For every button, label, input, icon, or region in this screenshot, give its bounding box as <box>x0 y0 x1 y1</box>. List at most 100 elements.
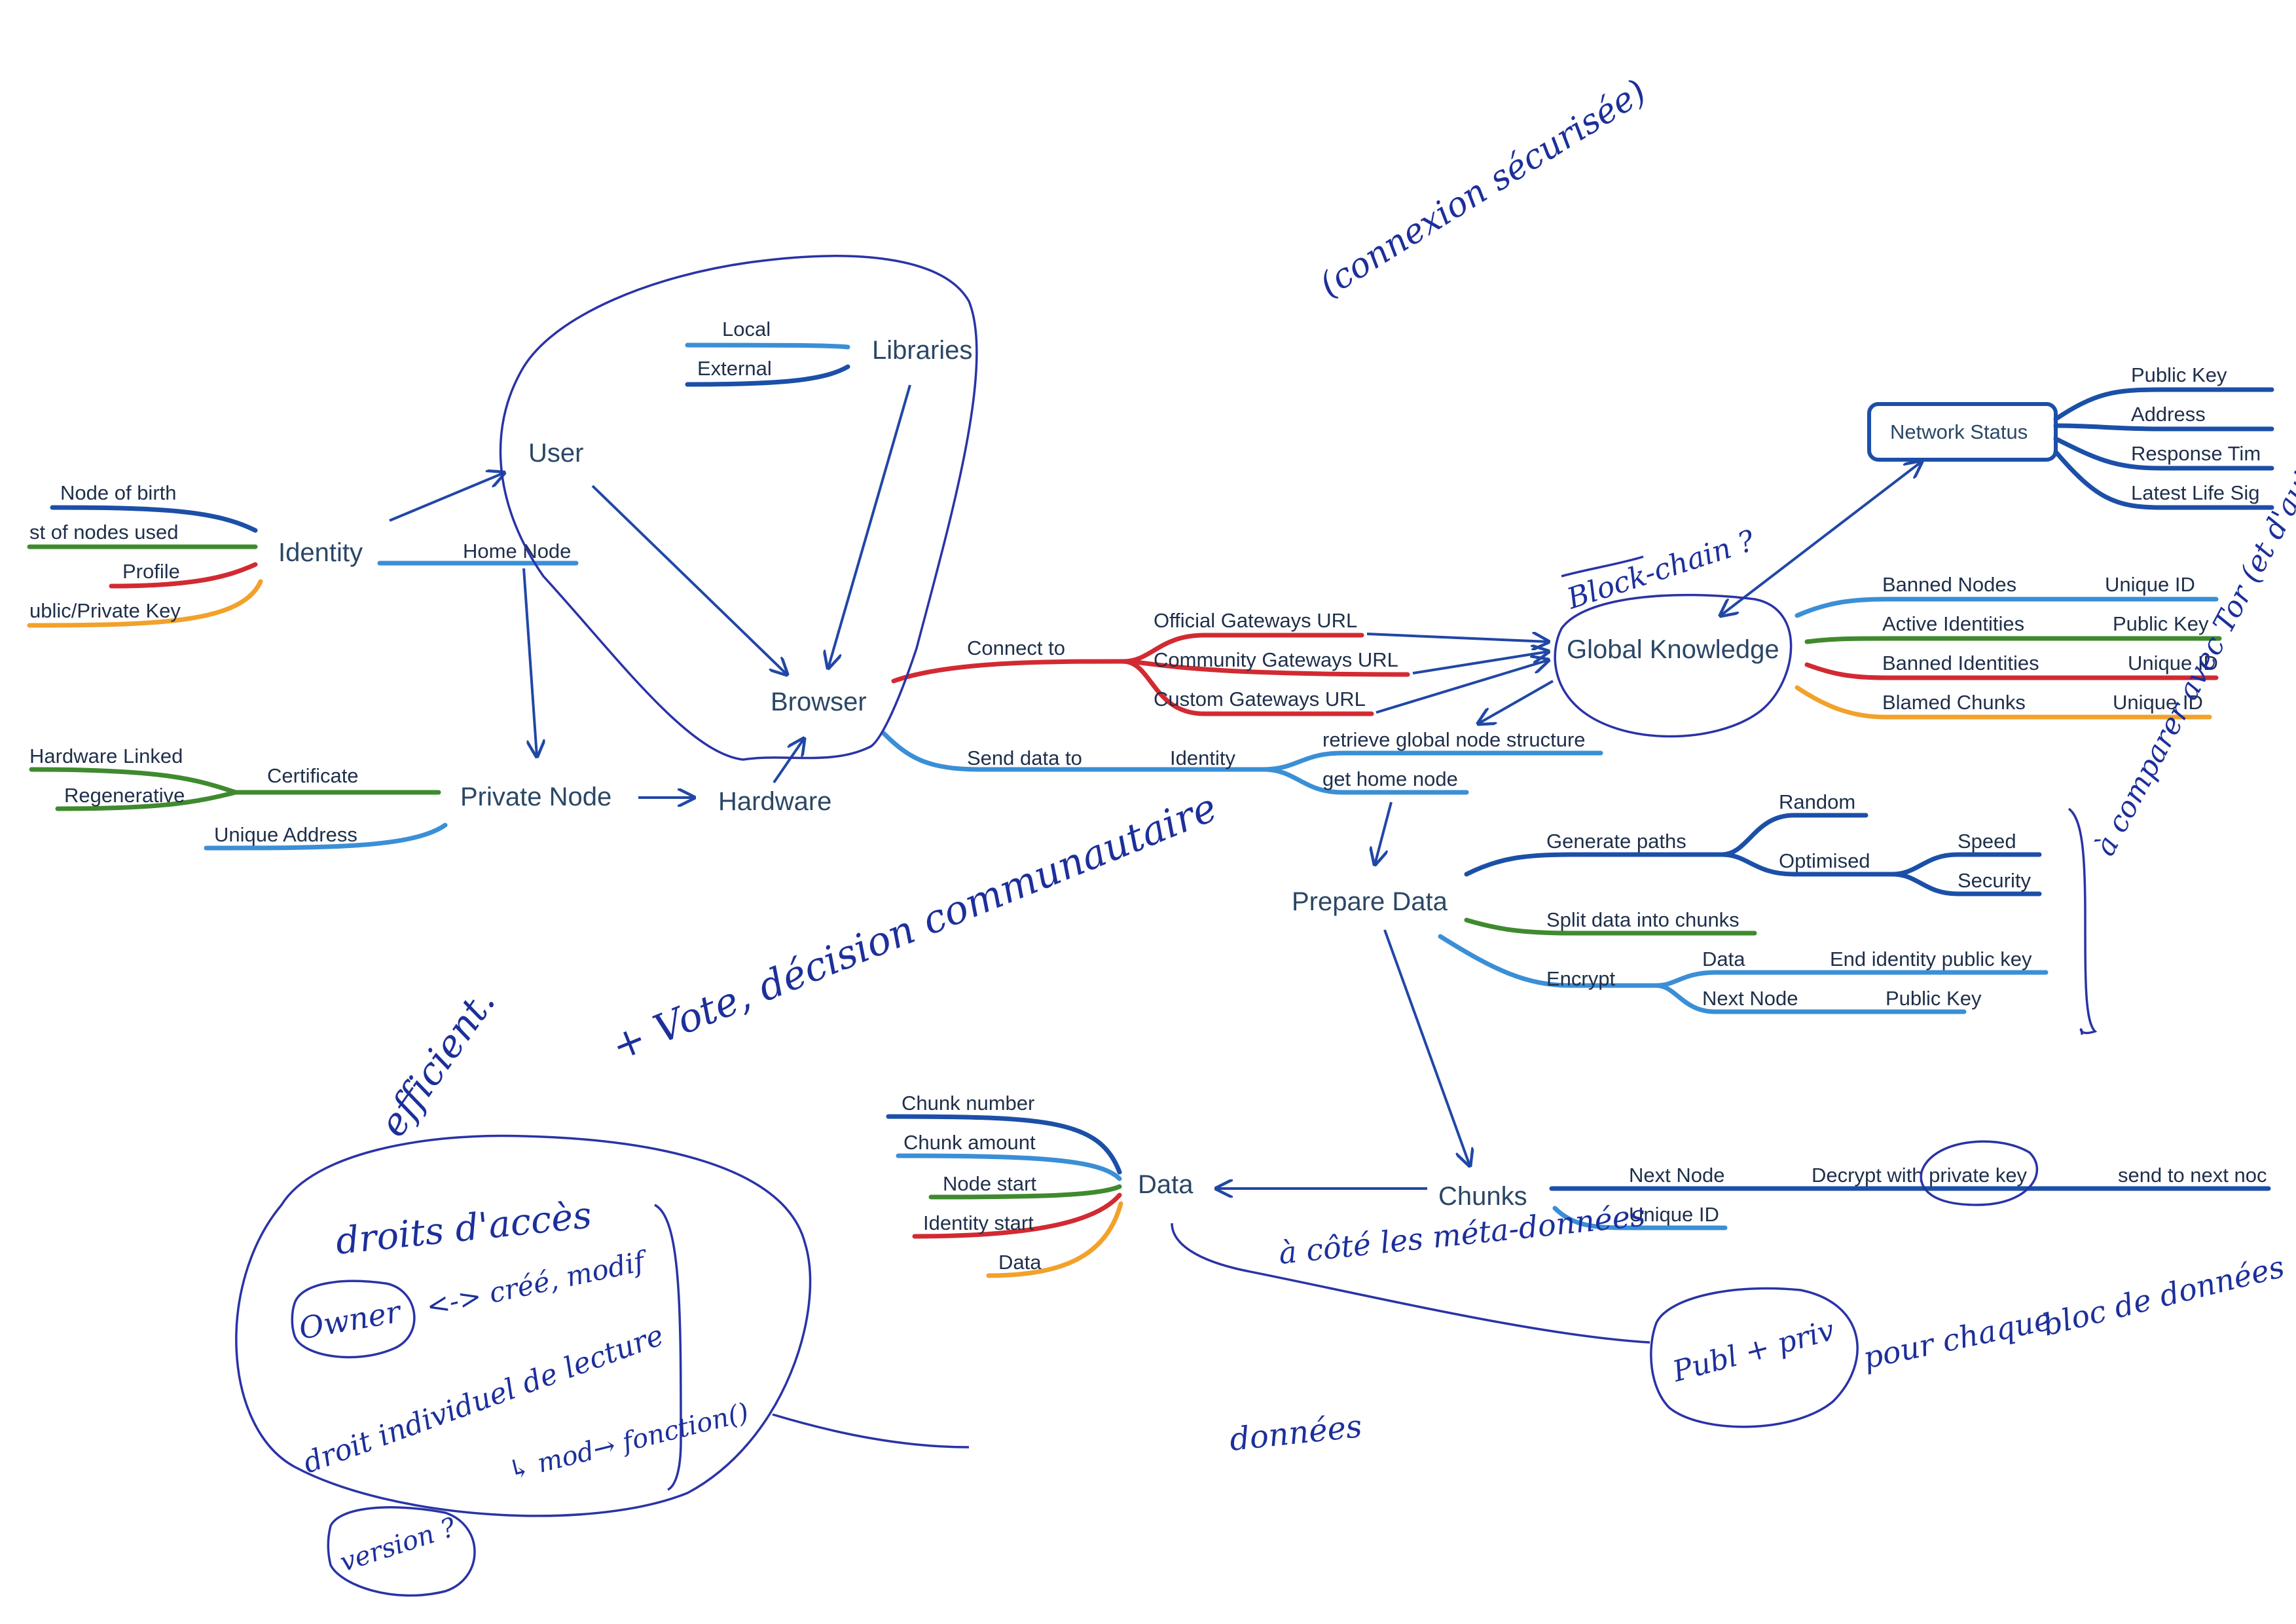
vote-underline-hint <box>658 629 660 765</box>
data-branch-4: Data <box>998 1251 1042 1274</box>
branch-unique-address <box>204 822 448 851</box>
global-branch-1-value: Public Key <box>2113 612 2209 635</box>
branch-random <box>1719 813 1868 857</box>
global-knowledge-node: Global Knowledge <box>1567 635 1779 664</box>
split-label: Split data into chunks <box>1546 908 1740 931</box>
publ-priv-circle <box>1650 1287 1859 1428</box>
global-branch-1-label: Active Identities <box>1882 612 2024 635</box>
global-branch-0-label: Banned Nodes <box>1882 573 2016 596</box>
branch-node-start <box>928 1184 1122 1200</box>
certificate-label: Certificate <box>267 764 359 787</box>
connector-arrows <box>389 384 1922 1189</box>
hardware-node: Hardware <box>718 787 831 816</box>
identity-branch-1: st of nodes used <box>29 521 179 544</box>
arrow-hardware-browser <box>773 739 804 784</box>
version-circle <box>327 1506 476 1597</box>
optimised-label: Optimised <box>1779 849 1870 872</box>
libraries-branch-1: External <box>697 357 772 380</box>
libraries-branch-0: Local <box>722 318 771 341</box>
identity-branch-0: Node of birth <box>60 481 177 504</box>
chunks-node: Chunks <box>1438 1182 1527 1211</box>
browser-node: Browser <box>771 688 867 716</box>
branch-split-data <box>1464 917 1757 936</box>
libraries-node: Libraries <box>872 336 972 365</box>
send-branch-0: retrieve global node structure <box>1322 728 1586 751</box>
global-branch-2-label: Banned Identities <box>1882 652 2039 674</box>
network-status-node: Network Status <box>1890 420 2028 443</box>
data-branch-0: Chunk number <box>902 1092 1034 1115</box>
private-key-circle <box>1920 1140 2039 1206</box>
arrow-global-retrieve <box>1478 680 1554 724</box>
branch-enc-data <box>1654 970 2049 988</box>
arrow-home-private <box>522 568 537 756</box>
chunk-send-next-label: send to next noc <box>2118 1164 2267 1187</box>
branch-ns-life <box>2053 449 2274 510</box>
send-branch-1: get home node <box>1322 767 1458 790</box>
branch-chunk-number <box>886 1114 1122 1175</box>
branch-encrypt <box>1438 934 1659 988</box>
ns-branch-3: Latest Life Sig <box>2131 481 2259 504</box>
generate-paths-label: Generate paths <box>1546 830 1686 853</box>
access-line <box>772 1413 970 1449</box>
private-node: Private Node <box>460 783 611 811</box>
arrow-custom-global <box>1376 660 1548 714</box>
ns-branch-1: Address <box>2131 403 2206 426</box>
security-label: Security <box>1958 869 2031 892</box>
branch-optimised <box>1719 852 1895 877</box>
home-node-label: Home Node <box>463 540 571 563</box>
arrow-prepare-chunks <box>1383 929 1470 1166</box>
user-browser-circle <box>499 255 978 761</box>
branch-chunk-unique-id <box>1552 1206 1728 1230</box>
encrypt-label: Encrypt <box>1546 967 1615 990</box>
branch-external <box>685 364 850 387</box>
data-node: Data <box>1138 1170 1194 1199</box>
note-owner: Owner <box>297 1293 405 1346</box>
enc-next-label: Next Node <box>1702 987 1798 1010</box>
arrow-official-global <box>1366 634 1548 642</box>
arrow-libraries-browser <box>828 384 911 668</box>
branch-profile <box>109 562 258 589</box>
note-connexion: (connexion sécurisée) <box>1313 72 1653 305</box>
network-status-box <box>1867 402 2058 462</box>
note-version: version ? <box>337 1512 460 1578</box>
branch-ns-public-key <box>2053 387 2274 422</box>
branch-chunk-amount <box>896 1153 1122 1181</box>
branch-enc-next <box>1654 983 1967 1014</box>
branch-blamed-chunks <box>1795 685 2212 720</box>
data-branch-2: Node start <box>943 1172 1036 1195</box>
note-efficient: efficient. <box>371 980 504 1145</box>
chunk-unique-id-label: Unique ID <box>1629 1203 1719 1226</box>
branch-connect-to <box>891 659 1125 684</box>
arrow-identity-user <box>389 473 504 522</box>
branch-security <box>1889 872 2042 896</box>
global-branch-3-value: Unique ID <box>2113 691 2203 714</box>
note-donnees: données <box>1228 1408 1364 1458</box>
right-bracket <box>2068 807 2098 1035</box>
global-branch-2-value: Unique ID <box>2128 652 2218 674</box>
pen-annotations <box>235 255 2098 1597</box>
chunk-next-node-label: Next Node <box>1629 1164 1724 1187</box>
access-rights-circle <box>235 1134 812 1517</box>
global-knowledge-circle <box>1554 593 1793 738</box>
ns-branch-0: Public Key <box>2131 363 2227 386</box>
owner-circle <box>291 1280 416 1359</box>
ns-branch-2: Response Tim <box>2131 442 2261 465</box>
identity-branches <box>27 505 263 628</box>
branch-community-gateways <box>1120 659 1410 677</box>
access-bracket <box>654 1204 682 1491</box>
data-branch-3: Identity start <box>923 1211 1034 1234</box>
enc-next-value: Public Key <box>1886 987 1982 1010</box>
user-node: User <box>528 439 583 468</box>
gateway-1: Community Gateways URL <box>1154 648 1398 671</box>
arrow-network-global <box>1721 462 1922 616</box>
branch-data-data <box>986 1201 1123 1278</box>
branch-send-data-to <box>881 731 1266 772</box>
meta-link-curve <box>1171 1223 1650 1344</box>
note-vote: + Vote, décision communautaire <box>605 784 1223 1070</box>
chunk-decrypt-label: Decrypt with private key <box>1812 1164 2028 1187</box>
connect-to-label: Connect to <box>967 637 1065 659</box>
note-droits: droits d'accès <box>334 1194 594 1263</box>
blockchain-stroke <box>1561 555 1644 578</box>
identity-node: Identity <box>278 538 363 567</box>
